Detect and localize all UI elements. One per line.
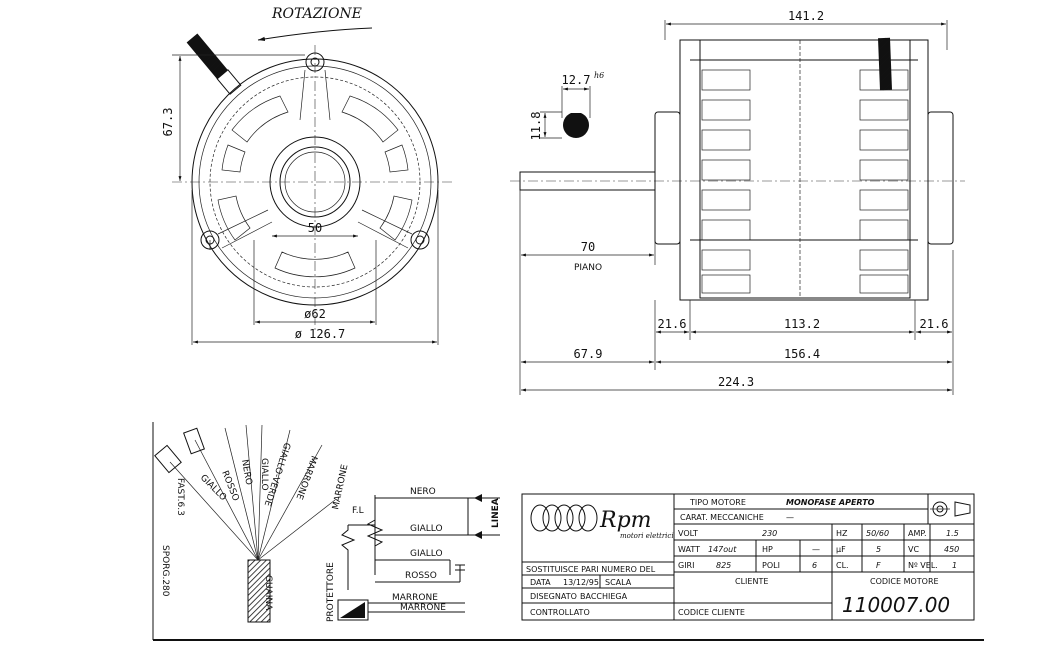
scala-label: SCALA xyxy=(605,578,632,587)
schematic-giallo-1: GIALLO xyxy=(410,524,443,534)
nvel-value: 1 xyxy=(952,561,957,570)
schematic-marrone-1: MARRONE xyxy=(392,593,438,603)
poli-label: POLI xyxy=(762,561,780,570)
dim-total-width: 141.2 xyxy=(788,9,824,23)
wire-label-nero: NERO xyxy=(239,459,253,486)
carat-label: CARAT. MECCANICHE xyxy=(680,513,764,522)
brand-subtitle: motori elettrici xyxy=(620,532,674,540)
tipo-motore-label: TIPO MOTORE xyxy=(689,498,746,507)
tipo-motore-value: MONOFASE APERTO xyxy=(786,498,875,507)
schematic-giallo-2: GIALLO xyxy=(410,549,443,559)
schematic-linea: LINEA xyxy=(491,498,501,528)
wire-label-marrone-a: MARRONE xyxy=(293,454,318,501)
dim-shaft-flat: 11.8 xyxy=(529,112,543,141)
dim-shaft-extension: 67.9 xyxy=(574,347,603,361)
sost-label: SOSTITUISCE PARI NUMERO DEL xyxy=(526,565,656,574)
hz-value: 50/60 xyxy=(866,529,889,538)
vent-slots xyxy=(217,95,413,278)
schematic-rosso: ROSSO xyxy=(405,571,437,581)
dim-shaft-width: 12.7 xyxy=(562,73,591,87)
cliente-label: CLIENTE xyxy=(735,577,768,586)
hz-label: HZ xyxy=(836,529,848,538)
data-value: 13/12/95 xyxy=(563,578,599,587)
front-view: ROTAZIONE xyxy=(161,6,455,345)
dim-core-length: 113.2 xyxy=(784,317,820,331)
codice-motore-value: 110007.00 xyxy=(842,593,950,617)
wire-label-marrone-b: MARRONE xyxy=(331,463,350,510)
wiring-schematic: F.L NERO GIALLO GIALLO ROSSO LINEA PROTE… xyxy=(326,487,501,622)
dim-shaft-length: 70 xyxy=(581,240,595,254)
wire-label-guaina: GUAINA xyxy=(263,575,273,611)
dim-left-bracket: 21.6 xyxy=(658,317,687,331)
dim-diameter: ø 126.7 xyxy=(295,327,346,341)
dim-center: 50 xyxy=(308,221,322,235)
dim-body-length: 156.4 xyxy=(784,347,820,361)
watt-value: 147out xyxy=(708,545,737,554)
rpm-logo xyxy=(530,504,598,532)
schematic-marrone-2: MARRONE xyxy=(400,603,446,613)
front-cable xyxy=(186,33,242,95)
dim-shaft-tol: h6 xyxy=(594,71,604,80)
schematic-fl: F.L xyxy=(352,506,364,516)
volt-label: VOLT xyxy=(678,529,698,538)
wire-label-spring: SPORG.280 xyxy=(160,545,170,597)
volt-value: 230 xyxy=(762,529,777,538)
schematic-protettore: PROTETTORE xyxy=(326,562,336,622)
brand-name: Rpm xyxy=(599,508,652,533)
dim-hub: ø62 xyxy=(304,307,326,321)
vc-label: VC xyxy=(908,545,919,554)
controllato-label: CONTROLLATO xyxy=(530,608,590,617)
rotation-label: ROTAZIONE xyxy=(271,6,362,22)
title-block: Rpm motori elettrici SOSTITUISCE PARI NU… xyxy=(521,493,975,621)
dim-overall-length: 224.3 xyxy=(718,375,754,389)
dim-height: 67.3 xyxy=(161,108,175,137)
disegnato-value: BACCHIEGA xyxy=(580,592,628,601)
uf-value: 5 xyxy=(876,545,881,554)
carat-value: — xyxy=(786,513,794,522)
wire-bundle: FAST.6.3 SPORG.280 GUAINA GIALLO ROSSO N… xyxy=(152,422,351,640)
vc-value: 450 xyxy=(944,545,959,554)
wire-label-faston: FAST.6.3 xyxy=(175,478,185,516)
giri-value: 825 xyxy=(716,561,731,570)
watt-label: WATT xyxy=(678,545,700,554)
stator-core xyxy=(699,39,911,299)
projection-symbol xyxy=(930,501,971,517)
piano-label: PIANO xyxy=(574,263,602,273)
codice-cliente-label: CODICE CLIENTE xyxy=(678,608,745,617)
dim-right-bracket: 21.6 xyxy=(920,317,949,331)
hp-label: HP xyxy=(762,545,773,554)
uf-label: µF xyxy=(836,545,846,554)
hp-value: — xyxy=(812,545,820,554)
wire-label-giallo-2: GIALLO xyxy=(259,458,269,491)
shaft-detail: 12.7 h6 11.8 xyxy=(529,71,604,140)
side-view: 141.2 70 PIANO xyxy=(510,9,965,395)
codice-motore-label: CODICE MOTORE xyxy=(870,577,939,586)
cl-label: CL. xyxy=(836,561,849,570)
cl-value: F xyxy=(876,561,881,570)
poli-value: 6 xyxy=(812,561,817,570)
giri-label: GIRI xyxy=(678,561,694,570)
amp-label: AMP. xyxy=(908,529,927,538)
stator-slots xyxy=(701,69,909,294)
rotation-arrow xyxy=(257,27,373,41)
nvel-label: Nº VEL. xyxy=(908,561,938,570)
amp-value: 1.5 xyxy=(946,529,959,538)
schematic-nero: NERO xyxy=(410,487,436,497)
data-label: DATA xyxy=(530,578,551,587)
disegnato-label: DISEGNATO xyxy=(530,592,577,601)
